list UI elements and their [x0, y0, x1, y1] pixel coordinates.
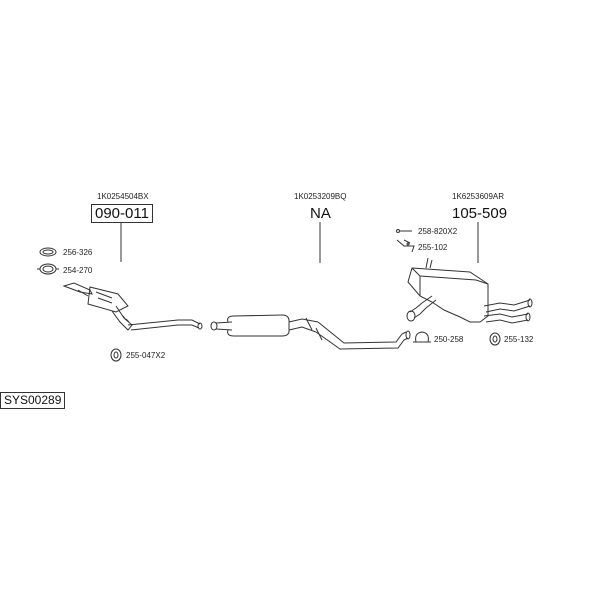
rubber-mount-icon-2	[489, 332, 501, 346]
rear-silencer-part	[406, 257, 533, 324]
system-code-label: SYS00289	[0, 392, 66, 409]
fitting-label[interactable]: 254-270	[63, 266, 93, 275]
part-number[interactable]: 105-509	[452, 205, 508, 222]
fitting-label[interactable]: 256-326	[63, 248, 93, 257]
fitting-label[interactable]: 255-047X2	[126, 351, 166, 360]
gasket-ring-icon	[39, 247, 57, 257]
part-number[interactable]: NA	[310, 205, 331, 222]
fitting-label[interactable]: 258-820X2	[418, 227, 458, 236]
part-number-box[interactable]: 090-011	[91, 204, 153, 223]
fitting-label[interactable]: 255-102	[418, 243, 448, 252]
fitting-label[interactable]: 255-132	[504, 335, 534, 344]
hanger-bracket-icon	[396, 239, 415, 253]
middle-silencer-part	[210, 314, 411, 350]
rubber-mount-icon-1	[110, 348, 122, 362]
fitting-label[interactable]: 250-258	[434, 335, 464, 344]
oem-number: 1K0253209BQ	[294, 192, 347, 201]
clamp-ring-icon	[37, 263, 59, 275]
oem-number: 1K6253609AR	[452, 192, 505, 201]
catalytic-converter-part	[62, 282, 203, 331]
pipe-clamp-icon	[413, 331, 431, 343]
oem-number: 1K0254504BX	[97, 192, 149, 201]
bolt-icon	[396, 229, 412, 233]
